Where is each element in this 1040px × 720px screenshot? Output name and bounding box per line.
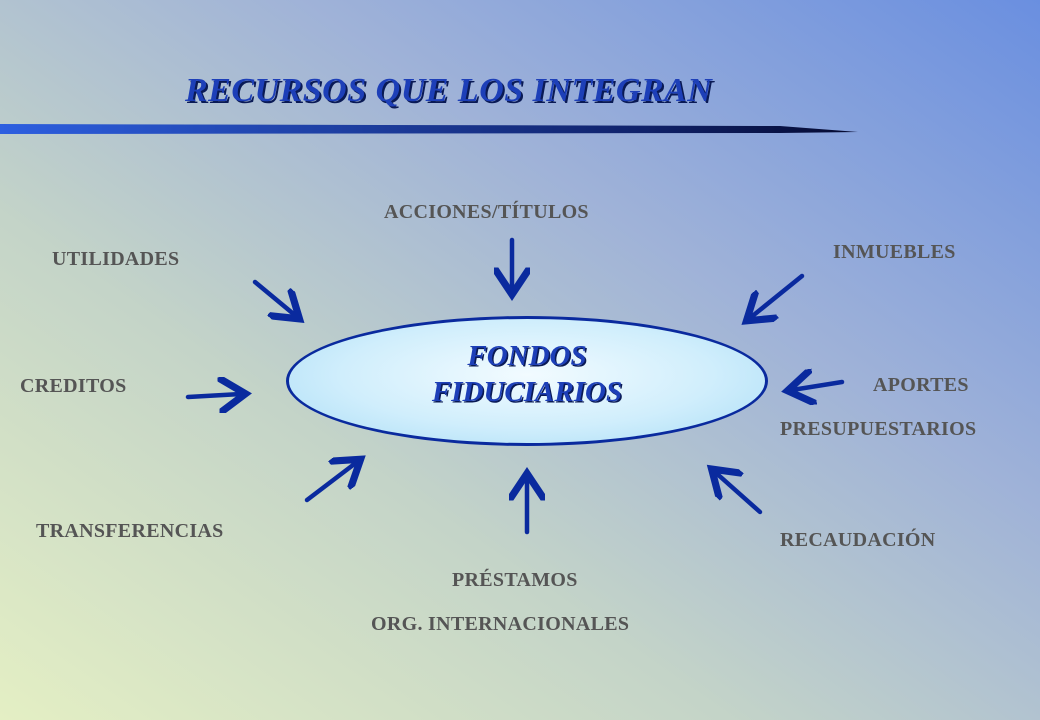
source-utilidades: UTILIDADES <box>52 248 180 270</box>
arrow-recaudacion <box>715 472 763 515</box>
source-presupuestarios: PRESUPUESTARIOS <box>780 418 977 440</box>
source-transferencias: TRANSFERENCIAS <box>36 520 224 542</box>
source-acciones-titulos: ACCIONES/TÍTULOS <box>384 201 589 223</box>
center-label: FONDOS FIDUCIARIOS <box>286 338 768 410</box>
source-recaudacion: RECAUDACIÓN <box>780 529 936 551</box>
center-label-line1: FONDOS <box>467 340 587 372</box>
arrow-inmuebles <box>750 273 805 318</box>
center-label-line2: FIDUCIARIOS <box>431 376 623 408</box>
source-prestamos: PRÉSTAMOS <box>452 569 578 591</box>
source-inmuebles: INMUEBLES <box>833 241 956 263</box>
arrow-aportes <box>792 382 845 390</box>
arrow-creditos <box>185 394 241 397</box>
arrow-utilidades <box>252 279 296 316</box>
center-ellipse <box>286 316 768 446</box>
page-title: RECURSOS QUE LOS INTEGRAN <box>185 72 713 109</box>
source-org-internacionales: ORG. INTERNACIONALES <box>371 613 630 635</box>
arrow-transferencias <box>304 462 357 503</box>
source-creditos: CREDITOS <box>20 375 127 397</box>
source-aportes: APORTES <box>873 374 969 396</box>
title-underline <box>0 124 858 134</box>
